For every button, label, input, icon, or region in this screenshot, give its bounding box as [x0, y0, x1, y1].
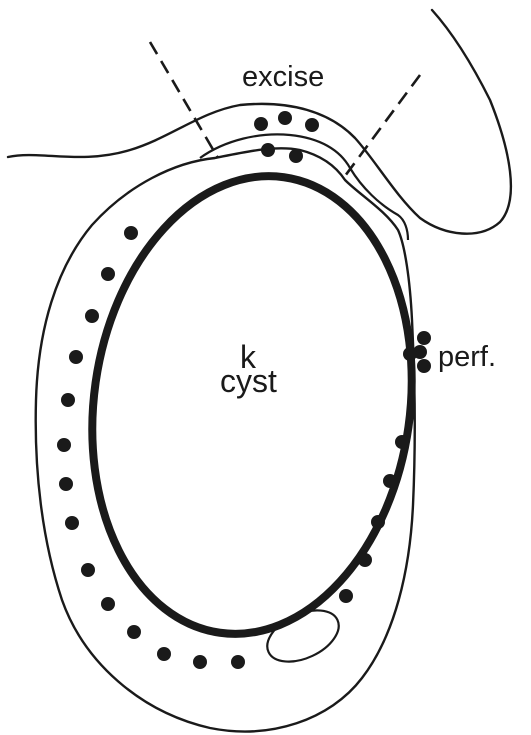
- cell-dot: [278, 111, 292, 125]
- cell-dot: [289, 149, 303, 163]
- cell-dot: [157, 647, 171, 661]
- cell-dot: [417, 331, 431, 345]
- cell-dot: [101, 597, 115, 611]
- perf-label: perf.: [438, 341, 496, 373]
- excision-line-right: [342, 75, 420, 180]
- cell-dot: [339, 589, 353, 603]
- cell-dot: [231, 655, 245, 669]
- cell-dot: [101, 267, 115, 281]
- excision-line-left: [150, 42, 218, 158]
- cell-dot: [61, 393, 75, 407]
- cell-dot: [395, 435, 409, 449]
- cell-dot: [261, 143, 275, 157]
- excise-label: excise: [242, 61, 324, 93]
- cell-dot: [85, 309, 99, 323]
- cell-dot: [383, 474, 397, 488]
- cyst-wall: [64, 155, 441, 655]
- cell-dot: [371, 515, 385, 529]
- cell-dot: [358, 553, 372, 567]
- cell-dot: [403, 347, 417, 361]
- cell-dot: [254, 117, 268, 131]
- cell-dot: [59, 477, 73, 491]
- cyst-word-label: cyst: [220, 363, 277, 399]
- cell-dot: [417, 359, 431, 373]
- cell-dot: [127, 625, 141, 639]
- cell-dot: [81, 563, 95, 577]
- cell-dot: [69, 350, 83, 364]
- cell-dot: [305, 118, 319, 132]
- cell-dot: [65, 516, 79, 530]
- cell-dot: [193, 655, 207, 669]
- cell-dot: [57, 438, 71, 452]
- cell-dot: [124, 226, 138, 240]
